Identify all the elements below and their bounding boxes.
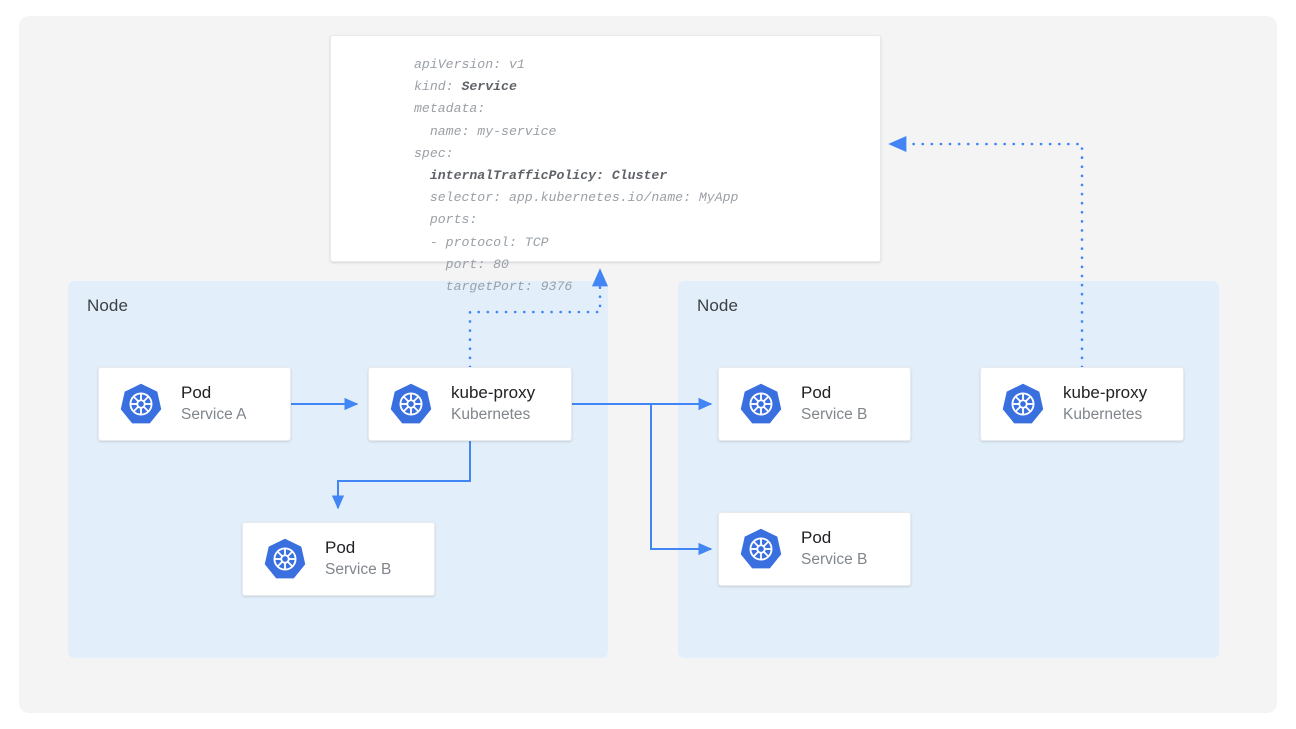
box-title: Pod: [325, 538, 356, 557]
box-pod-service-a[interactable]: Pod Service A: [98, 367, 291, 441]
box-subtitle: Kubernetes: [1063, 406, 1143, 423]
box-kube-proxy-right[interactable]: kube-proxy Kubernetes: [980, 367, 1184, 441]
service-manifest-code: apiVersion: v1 kind: Service metadata: n…: [414, 54, 738, 298]
node-panel-right: [678, 281, 1219, 658]
kubernetes-icon: [740, 528, 782, 569]
kubernetes-icon: [740, 383, 782, 424]
kubernetes-icon: [120, 383, 162, 424]
yaml-line-selector: selector: app.kubernetes.io/name: MyApp: [414, 190, 739, 206]
yaml-line-apiversion: apiVersion: v1: [414, 57, 525, 72]
box-text: kube-proxy Kubernetes: [451, 382, 535, 426]
yaml-line-targetport: targetPort: 9376: [414, 279, 573, 295]
kubernetes-icon: [390, 383, 432, 424]
yaml-line-kind: kind:: [414, 79, 462, 95]
box-subtitle: Service B: [801, 406, 868, 423]
box-subtitle: Service A: [181, 406, 247, 423]
box-title: Pod: [801, 528, 832, 547]
node-label-right: Node: [697, 296, 739, 315]
box-subtitle: Kubernetes: [451, 406, 531, 423]
node-label-left: Node: [87, 296, 129, 315]
box-pod-service-b-remote-top[interactable]: Pod Service B: [718, 367, 911, 441]
yaml-line-protocol: - protocol: TCP: [414, 234, 549, 250]
box-text: Pod Service B: [325, 537, 391, 581]
yaml-line-metadata: metadata:: [414, 101, 486, 117]
yaml-line-spec: spec:: [414, 145, 454, 161]
kubernetes-icon: [264, 538, 306, 579]
box-pod-service-b-local[interactable]: Pod Service B: [242, 522, 435, 596]
yaml-line-internaltrafficpolicy: internalTrafficPolicy: Cluster: [414, 168, 668, 184]
box-title: Pod: [801, 383, 832, 402]
box-pod-service-b-remote-bottom[interactable]: Pod Service B: [718, 512, 911, 586]
box-title: Pod: [181, 383, 212, 402]
yaml-line-ports: ports:: [414, 212, 478, 228]
box-subtitle: Service B: [325, 561, 392, 578]
box-kube-proxy-left[interactable]: kube-proxy Kubernetes: [368, 367, 572, 441]
node-panel-left: [68, 281, 608, 658]
box-text: kube-proxy Kubernetes: [1063, 382, 1147, 426]
box-text: Pod Service B: [801, 527, 867, 571]
box-title: kube-proxy: [1063, 383, 1148, 402]
box-subtitle: Service B: [801, 551, 868, 568]
yaml-kind-value: Service: [461, 79, 517, 95]
yaml-line-port: port: 80: [414, 256, 509, 272]
kubernetes-icon: [1002, 383, 1044, 424]
box-text: Pod Service A: [181, 382, 246, 426]
service-manifest-card: apiVersion: v1 kind: Service metadata: n…: [330, 35, 881, 294]
box-text: Pod Service B: [801, 382, 867, 426]
yaml-line-name: name: my-service: [414, 123, 557, 139]
box-title: kube-proxy: [451, 383, 536, 402]
